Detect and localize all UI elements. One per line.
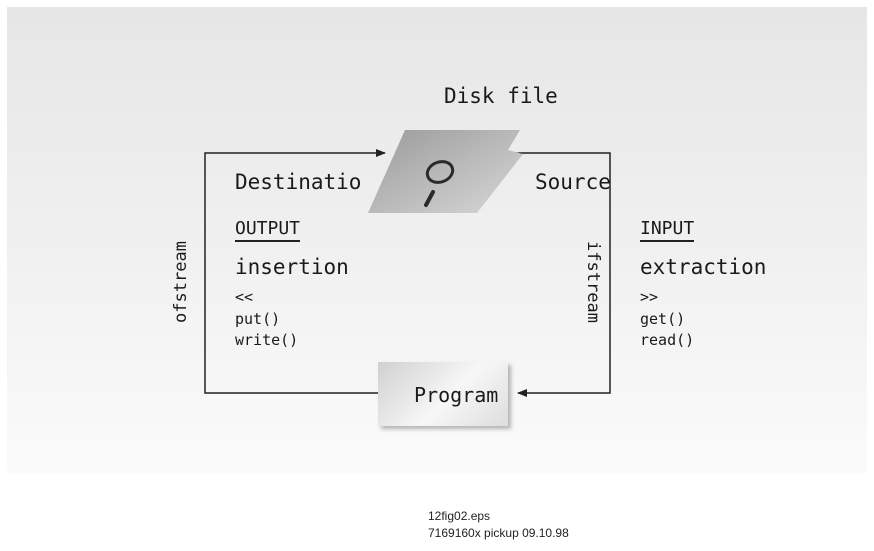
output-title-text: OUTPUT	[235, 218, 301, 242]
input-operator: >>	[640, 288, 659, 306]
output-operation: insertion	[235, 255, 349, 279]
ifstream-label: ifstream	[582, 241, 603, 323]
footer-filename: 12fig02.eps	[428, 509, 491, 523]
input-title: INPUT	[640, 218, 695, 242]
output-method-put: put()	[235, 310, 281, 328]
output-method-write: write()	[235, 331, 299, 349]
program-label: Program	[414, 383, 499, 407]
ofstream-label: ofstream	[170, 241, 191, 323]
output-flow-line	[204, 149, 386, 394]
output-title: OUTPUT	[235, 218, 301, 242]
program-box	[378, 362, 508, 426]
destination-label: Destinatio	[235, 170, 362, 194]
source-label: Source	[535, 170, 611, 194]
output-operator: <<	[235, 288, 254, 306]
footer-pickup: 7169160x pickup 09.10.98	[428, 526, 569, 540]
input-operation: extraction	[640, 255, 767, 279]
input-method-get: get()	[640, 310, 686, 328]
input-title-text: INPUT	[640, 218, 695, 242]
disk-icon	[368, 130, 523, 213]
input-flow-line	[508, 152, 611, 397]
input-method-read: read()	[640, 331, 695, 349]
disk-file-label: Disk file	[444, 84, 558, 108]
